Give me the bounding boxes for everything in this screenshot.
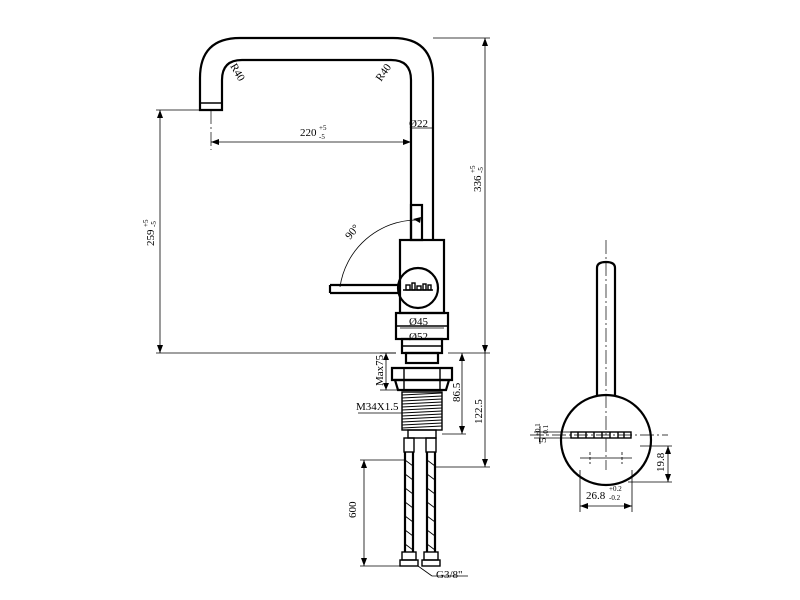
label-pipe-dia: Ø22 bbox=[409, 118, 428, 130]
label-side-width: 26.8 bbox=[586, 490, 606, 502]
label-spout-height-tol-upper: +5 bbox=[142, 219, 150, 227]
label-r40-right: R40 bbox=[374, 61, 395, 83]
label-total-height: 336 bbox=[472, 175, 484, 192]
label-total-height-tol-lower: -5 bbox=[477, 167, 485, 173]
side-view bbox=[530, 240, 672, 512]
label-max-thickness: Max75 bbox=[374, 354, 386, 386]
label-side-height: 19.8 bbox=[655, 452, 667, 472]
label-side-offset: 5 bbox=[537, 437, 549, 443]
label-hose-thread: G3/8" bbox=[436, 569, 463, 581]
label-body-dia: Ø45 bbox=[409, 316, 428, 328]
mounting-shank bbox=[390, 337, 454, 439]
label-side-width-tol-upper: +0.2 bbox=[609, 485, 622, 493]
label-side-offset-tol-lower: -0.1 bbox=[542, 424, 550, 436]
label-base-dia: Ø52 bbox=[409, 331, 428, 343]
label-thread: M34X1.5 bbox=[356, 401, 399, 413]
label-side-width-tol-lower: -0.2 bbox=[609, 494, 621, 502]
side-view-labels: 5 +0.1 -0.1 19.8 26.8 +0.2 -0.2 bbox=[534, 423, 667, 502]
side-slot-detail bbox=[570, 431, 632, 464]
label-hose-length: 600 bbox=[347, 501, 359, 518]
label-reach-tol-lower: -5 bbox=[319, 133, 325, 141]
label-side-offset-tol-upper: +0.1 bbox=[534, 423, 542, 436]
label-reach-tol-upper: +5 bbox=[319, 124, 327, 132]
dimension-lines bbox=[156, 37, 490, 577]
label-total-height-tol-upper: +5 bbox=[469, 165, 477, 173]
label-r40-left: R40 bbox=[227, 62, 247, 84]
cartridge-detail bbox=[403, 282, 433, 291]
label-spout-height: 259 bbox=[145, 229, 157, 246]
label-reach: 220 bbox=[300, 127, 317, 139]
label-spout-height-tol-lower: -5 bbox=[150, 221, 158, 227]
label-shank-length: 86.5 bbox=[451, 382, 463, 402]
spout-body bbox=[198, 36, 435, 215]
label-under-length: 122.5 bbox=[473, 399, 485, 424]
thread-lines bbox=[401, 392, 443, 429]
flexible-hoses bbox=[399, 437, 441, 567]
lever-handle bbox=[328, 203, 424, 295]
label-lever-angle: 90° bbox=[343, 222, 362, 242]
